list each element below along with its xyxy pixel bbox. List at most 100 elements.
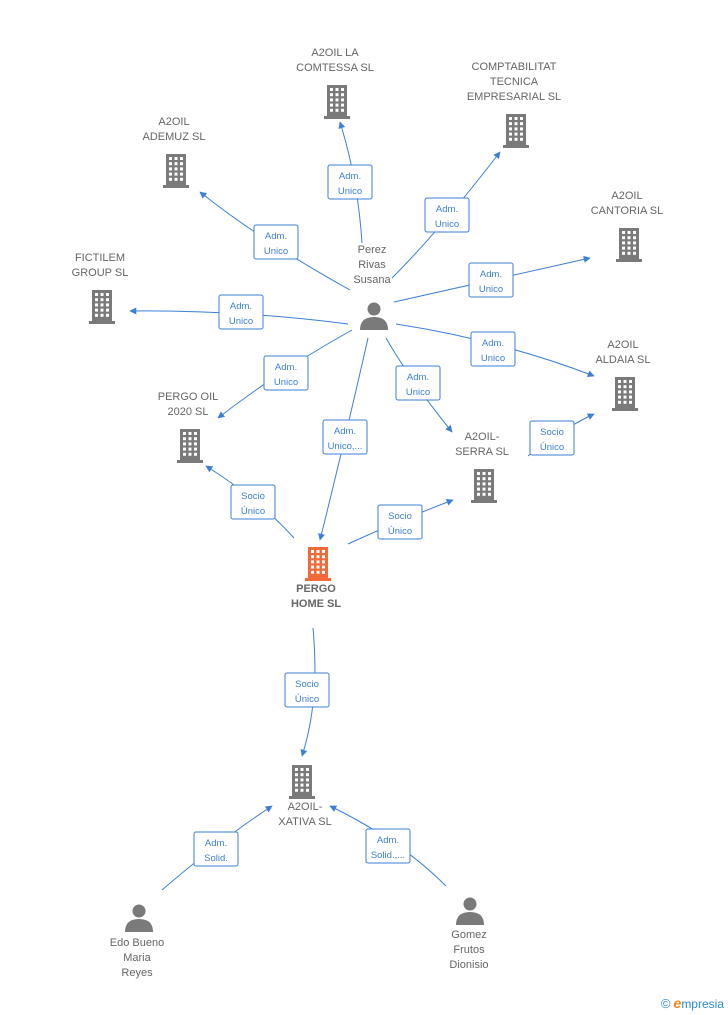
- building-icon: [177, 429, 203, 463]
- edge-label-text: Socio: [540, 427, 564, 438]
- edge-perez-to-pergo_oil: Adm. Unico: [217, 329, 353, 419]
- edge-label-text: Adm.: [334, 426, 356, 437]
- edge-edo-to-a2oil_xativa: Adm.Solid.: [161, 805, 273, 891]
- node-label: HOME SL: [291, 598, 341, 610]
- node-label: FICTILEM: [75, 252, 125, 264]
- node-label: COMTESSA SL: [296, 62, 374, 74]
- edge-label-text: Socio: [295, 679, 319, 690]
- edges-layer: Adm.UnicoAdm.UnicoAdm.UnicoAdm.UnicoAdm.…: [129, 121, 595, 891]
- edge-label-box[interactable]: [529, 420, 575, 456]
- edge-label-box[interactable]: [193, 831, 239, 867]
- edge-label-text: Socio: [241, 491, 265, 502]
- node-label: EMPRESARIAL SL: [467, 91, 561, 103]
- edge-label-text: Adm.: [407, 372, 429, 383]
- edge-label-text: Único: [241, 506, 265, 517]
- edge-label-text: Adm.: [377, 835, 399, 846]
- node-a2oil-ademuz[interactable]: A2OIL ADEMUZ SL: [143, 116, 206, 188]
- edge-label-text: Adm.: [482, 338, 504, 349]
- edge-label-text: Único: [540, 442, 564, 453]
- node-label: A2OIL LA: [311, 47, 359, 59]
- building-icon: [163, 154, 189, 188]
- edge-label-text: Adm.: [275, 362, 297, 373]
- node-label: XATIVA SL: [278, 816, 331, 828]
- node-a2oil-xativa[interactable]: A2OIL- XATIVA SL: [278, 765, 332, 828]
- edge-gomez-to-a2oil_xativa: Adm. Solid.,...: [329, 805, 447, 887]
- edge-label-box[interactable]: [263, 355, 309, 391]
- edge-label-box[interactable]: [322, 419, 368, 455]
- edge-label-box[interactable]: [253, 224, 299, 260]
- node-a2oil-serra[interactable]: A2OIL-SERRA SL: [455, 431, 509, 503]
- edge-label-box[interactable]: [377, 504, 423, 540]
- brand-name: mpresia: [681, 997, 724, 1011]
- edge-label-box[interactable]: [327, 164, 373, 200]
- edge-label-box[interactable]: [365, 828, 411, 864]
- edge-label-box[interactable]: [424, 197, 470, 233]
- edge-label-box[interactable]: [395, 365, 441, 401]
- edge-label-box[interactable]: [218, 294, 264, 330]
- edge-label-text: Unico: [274, 377, 298, 388]
- edge-label-text: Adm.: [205, 838, 227, 849]
- edge-label-text: Unico,...: [328, 441, 363, 452]
- node-label: A2OIL-: [465, 431, 500, 443]
- building-icon: [503, 114, 529, 148]
- nodes-layer: A2OIL LA COMTESSA SL COMPTABILITATTECNICAE…: [72, 47, 664, 979]
- node-a2oil-comtessa[interactable]: A2OIL LA COMTESSA SL: [296, 47, 374, 119]
- node-label: ALDAIA SL: [595, 354, 650, 366]
- edge-perez-to-pergo_home: Adm. Unico,...: [318, 337, 369, 541]
- edge-label-text: Adm.: [480, 269, 502, 280]
- node-fictilem[interactable]: FICTILEM GROUP SL: [72, 252, 129, 324]
- node-label: A2OIL: [607, 339, 638, 351]
- node-label: A2OIL: [611, 190, 642, 202]
- edge-perez-to-a2oil_ademuz: Adm. Unico: [199, 191, 351, 291]
- edge-label-text: Unico: [435, 219, 459, 230]
- node-label: Rivas: [358, 259, 386, 271]
- copyright-icon: ©: [660, 996, 671, 1011]
- node-a2oil-aldaia[interactable]: A2OIL ALDAIA SL: [595, 339, 651, 411]
- node-label: Reyes: [121, 967, 153, 979]
- node-a2oil-cantoria[interactable]: A2OIL CANTORIA SL: [591, 190, 664, 262]
- edge-perez-to-a2oil_aldaia: Adm. Unico: [395, 323, 595, 378]
- edge-label-text: Único: [295, 694, 319, 705]
- edge-label-text: Adm.: [436, 204, 458, 215]
- node-label: Susana: [353, 274, 391, 286]
- edge-label-box[interactable]: [468, 262, 514, 298]
- edge-perez-to-comptabilitat: Adm. Unico: [391, 151, 501, 279]
- edge-label-text: Unico: [264, 246, 288, 257]
- node-label: Gomez: [451, 929, 486, 941]
- edge-label-text: Unico: [406, 387, 430, 398]
- node-label: GROUP SL: [72, 267, 129, 279]
- edge-label-text: Adm.: [230, 301, 252, 312]
- building-icon: [89, 290, 115, 324]
- node-label: A2OIL-: [288, 801, 323, 813]
- person-icon: [125, 904, 153, 932]
- node-label: PERGO OIL: [158, 391, 219, 403]
- edge-label-text: Unico: [229, 316, 253, 327]
- edge-label-text: Unico: [479, 284, 503, 295]
- edge-perez-to-fictilem: Adm. Unico: [129, 294, 349, 330]
- edge-label-text: Unico: [481, 353, 505, 364]
- node-label: A2OIL: [158, 116, 189, 128]
- edge-label-text: Socio: [388, 511, 412, 522]
- node-label: Frutos: [453, 944, 485, 956]
- edge-label-box[interactable]: [284, 672, 330, 708]
- node-label: ADEMUZ SL: [143, 131, 206, 143]
- edge-label-box[interactable]: [230, 484, 276, 520]
- person-icon: [456, 897, 484, 925]
- edge-label-text: Solid.,...: [371, 850, 405, 861]
- brand-initial: e: [673, 995, 682, 1011]
- edge-label-text: Adm.: [265, 231, 287, 242]
- edge-perez-to-a2oil_cantoria: Adm. Unico: [393, 255, 591, 303]
- empresia-watermark: ©empresia: [661, 995, 724, 1011]
- node-label: CANTORIA SL: [591, 205, 664, 217]
- building-icon: [612, 377, 638, 411]
- edge-label-box[interactable]: [470, 331, 516, 367]
